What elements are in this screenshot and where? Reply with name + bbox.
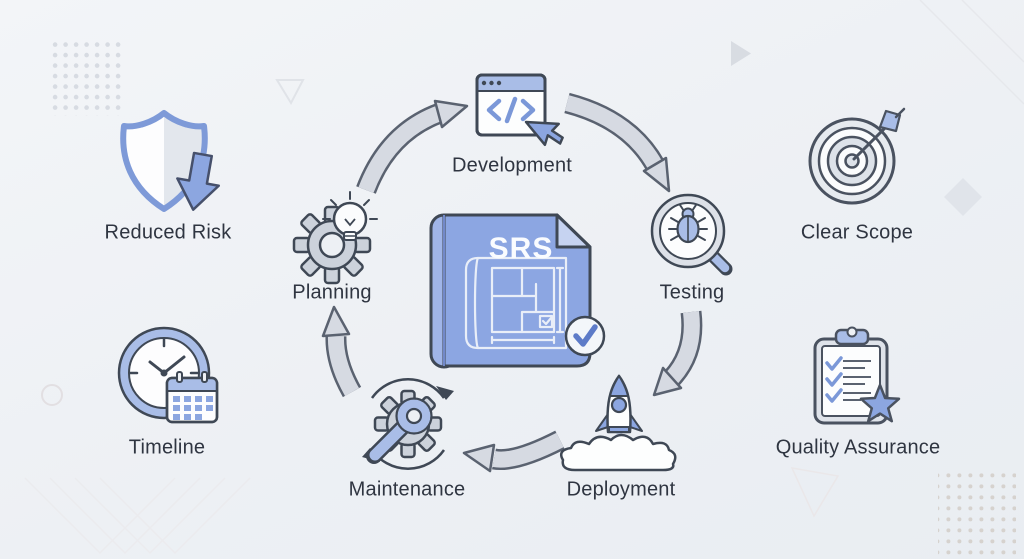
lightbulb-glyph [322,191,378,241]
bug-magnifier-icon [650,193,733,276]
arrow-planning-to-development [356,99,469,194]
corner-diagonal-lines [919,0,1024,105]
stage-label-planning: Planning [292,281,372,304]
dot-grid-bottom-right [938,472,1016,556]
benefit-label-quality-assurance: Quality Assurance [775,436,941,459]
stage-label-development: Development [451,154,573,177]
benefit-label-reduced-risk: Reduced Risk [104,221,232,244]
clock-calendar-icon [117,326,219,424]
rocket-launch-icon [560,374,677,472]
code-window-cursor-icon [475,73,564,147]
outline-triangle-icon [275,79,305,106]
checklist-rows [825,356,871,403]
star-icon [859,383,901,423]
check-circle-icon [564,315,606,357]
diamond-icon [944,178,982,216]
srs-blueprint-document-icon [429,213,606,369]
benefit-label-clear-scope: Clear Scope [800,221,914,244]
shield-down-arrow-icon [120,110,220,212]
down-arrow-glyph [176,151,220,211]
code-brackets-glyph [486,96,536,124]
arrow-fletching [878,109,902,133]
calendar-glyph [165,371,219,424]
circle-outline-icon [41,384,63,406]
wrench-gear-refresh-icon [362,378,454,470]
chevron-lines-decoration [24,477,251,555]
bug-glyph [668,204,708,244]
stage-label-testing: Testing [659,281,725,304]
dot-grid-top-left [50,42,123,116]
launch-cloud [560,433,677,472]
cycle-arrows [321,92,703,473]
blueprint-drawing [464,256,568,350]
arrow-testing-to-deployment [652,310,703,397]
background-decorations [24,0,1024,556]
gear-lightbulb-icon [292,191,378,285]
srs-document-label: SRS [488,232,554,265]
cursor-icon [524,120,564,147]
arrow-maintenance-to-planning [321,305,362,398]
solid-triangle-icon [731,41,751,66]
wrench-glyph [366,397,433,464]
arrow-development-to-testing [564,92,671,193]
target-arrow-icon [808,107,906,205]
stage-label-deployment: Deployment [566,478,676,501]
arrow-deployment-to-maintenance [462,430,565,473]
outline-triangle-bottom-icon [790,467,840,518]
benefit-label-timeline: Timeline [128,436,206,459]
clipboard-checklist-star-icon [813,326,901,425]
stage-label-maintenance: Maintenance [348,478,466,501]
